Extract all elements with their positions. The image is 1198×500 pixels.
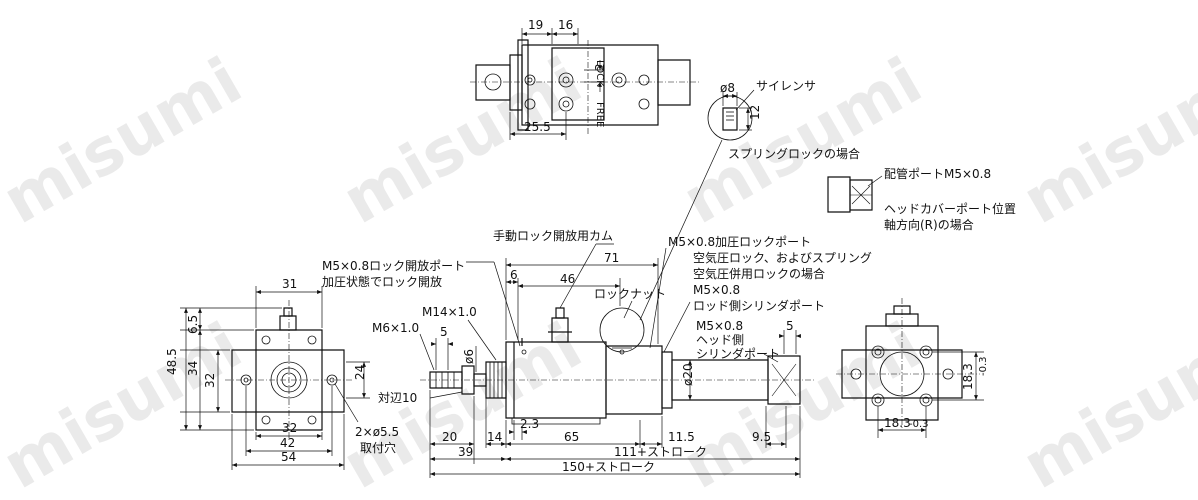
- stamp-lock: LOCK: [594, 60, 605, 87]
- dim-6-5: 6.5: [186, 315, 200, 334]
- watermark-text: misumi: [0, 309, 254, 500]
- rod-port-2: ロッド側シリンダポート: [693, 298, 825, 313]
- rod-port-1: M5×0.8: [693, 283, 740, 297]
- lock-release-port-1: M5×0.8ロック開放ポート: [322, 258, 465, 273]
- dim-phi6: ø6: [462, 349, 476, 364]
- spring-lock-caption: スプリングロックの場合: [728, 146, 860, 161]
- thread-m14: M14×1.0: [422, 305, 477, 319]
- head-port-3: シリンダポート: [696, 346, 780, 361]
- top-body: [521, 44, 659, 126]
- left-end-view: 31 48.5 6.5 34 32 24 32 42 54 2×ø5: [165, 277, 399, 470]
- press-lock-port-3: 空気圧併用ロックの場合: [693, 266, 825, 281]
- dim-150-stroke: 150+ストローク: [562, 460, 655, 474]
- thread-m6: M6×1.0: [372, 321, 419, 335]
- dim-31: 31: [282, 277, 297, 291]
- head-port-1: M5×0.8: [696, 319, 743, 333]
- right-flange-plate: [841, 349, 963, 399]
- dim-32-h: 32: [282, 421, 297, 435]
- lock-unit-body: [505, 341, 607, 419]
- hole-callout-2: 取付穴: [360, 440, 396, 455]
- dim-2-3: 2.3: [520, 417, 539, 431]
- head-port-label: 配管ポートM5×0.8: [884, 166, 991, 181]
- head-port-detail: 配管ポートM5×0.8 ヘッドカバーポート位置 軸方向(R)の場合: [827, 166, 1016, 232]
- dim-34: 34: [186, 361, 200, 376]
- press-lock-port-1: M5×0.8加圧ロックポート: [668, 235, 811, 249]
- dim-12: 12: [748, 105, 762, 120]
- left-flange-plate: [231, 349, 345, 413]
- dim-18-3-v-tol: -0.3: [978, 356, 989, 376]
- dim-25-5: 25.5: [524, 120, 551, 134]
- dim-54: 54: [281, 450, 296, 464]
- hole-callout-1: 2×ø5.5: [355, 425, 399, 439]
- cylinder-tube: [605, 345, 663, 415]
- dim-phi20: ø20: [681, 363, 695, 386]
- dim-46: 46: [560, 272, 575, 286]
- watermark-text: misumi: [1011, 44, 1198, 239]
- press-lock-port-2: 空気圧ロック、およびスプリング: [693, 250, 872, 265]
- stamp-free: FREE: [594, 102, 605, 127]
- dim-18-3-h-tol: -0.3: [909, 419, 929, 430]
- silencer-label: サイレンサ: [756, 79, 816, 93]
- dim-16: 16: [558, 18, 573, 32]
- dim-65: 65: [564, 430, 579, 444]
- main-side-view: 71 6 46 手動ロック開放用カム M5×0.8ロック開放ポート 加圧状態でロ…: [322, 228, 872, 478]
- head-end-cover: [767, 355, 801, 405]
- dim-11-5: 11.5: [668, 430, 695, 444]
- dim-14: 14: [487, 430, 502, 444]
- lock-nut-detail: [599, 307, 645, 353]
- head-port-2: ヘッド側: [696, 333, 744, 347]
- silencer-detail-circle: [707, 95, 753, 141]
- dim-24: 24: [353, 365, 367, 380]
- dim-5b: 5: [786, 319, 794, 333]
- dim-18-3-v: 18.3: [961, 363, 975, 390]
- dim-48-5: 48.5: [165, 348, 179, 375]
- dim-39: 39: [458, 445, 473, 459]
- dim-6: 6: [510, 268, 518, 282]
- head-port-caption-2: 軸方向(R)の場合: [884, 217, 974, 232]
- dim-18-3-h: 18.3: [884, 416, 911, 430]
- dim-19: 19: [528, 18, 543, 32]
- cam-label: 手動ロック開放用カム: [493, 228, 613, 243]
- dim-9-5: 9.5: [752, 430, 771, 444]
- lock-nut-label: ロックナット: [594, 287, 666, 301]
- top-view: LOCK FREE 19 16 2 25.5: [470, 18, 700, 140]
- watermark-text: misumi: [331, 44, 594, 239]
- silencer-detail: ø8 12 サイレンサ スプリングロックの場合: [639, 79, 860, 321]
- watermark-text: misumi: [0, 44, 254, 239]
- dim-2: 2: [593, 63, 607, 71]
- dim-42: 42: [280, 436, 295, 450]
- right-end-view: 18.3 -0.3 18.3 -0.3: [836, 298, 989, 438]
- rod-nut: [461, 365, 475, 395]
- dim-111-stroke: 111+ストローク: [614, 445, 707, 459]
- dim-71: 71: [604, 251, 619, 265]
- watermark-text: misumi: [331, 309, 594, 500]
- dim-32-v: 32: [203, 373, 217, 388]
- head-port-caption-1: ヘッドカバーポート位置: [884, 201, 1016, 216]
- left-body-square: [255, 329, 323, 431]
- across-flats: 対辺10: [378, 391, 417, 405]
- dim-20: 20: [442, 430, 457, 444]
- lock-release-port-2: 加圧状態でロック開放: [322, 274, 442, 289]
- watermark-text: misumi: [1011, 309, 1198, 500]
- dim-5a: 5: [440, 325, 448, 339]
- dim-phi8: ø8: [720, 81, 735, 95]
